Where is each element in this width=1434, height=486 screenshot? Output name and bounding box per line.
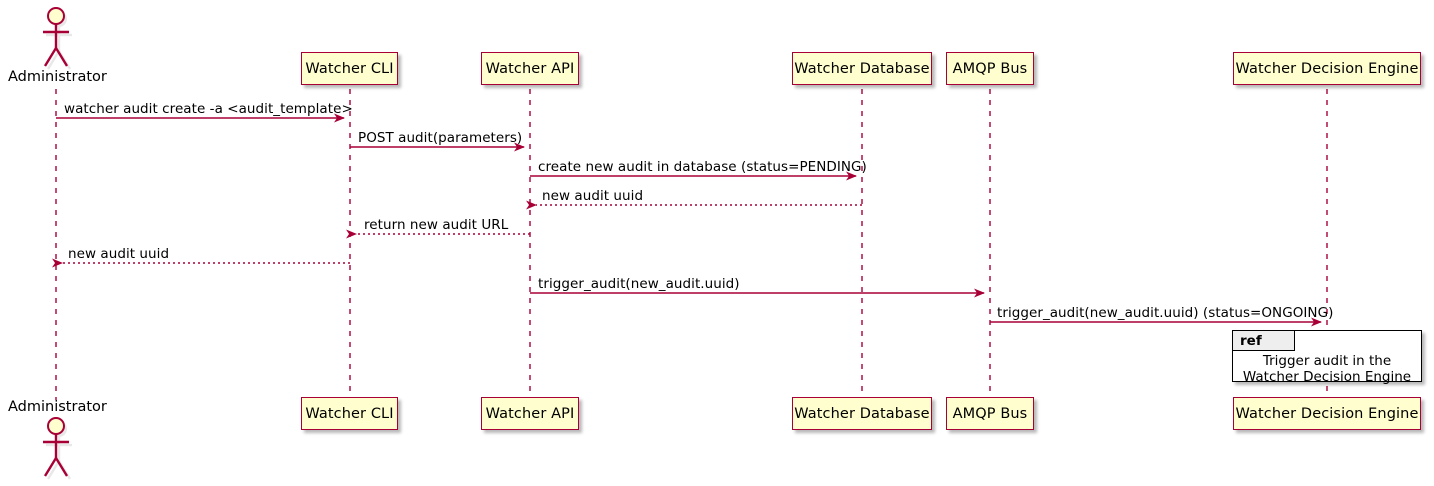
- message-arrows: [52, 113, 1322, 327]
- message-label-4: new audit uuid: [542, 188, 644, 204]
- lifelines: [55, 89, 1328, 400]
- message-label-7: trigger_audit(new_audit.uuid): [538, 276, 740, 292]
- actor-label-administrator-bottom: Administrator: [8, 399, 107, 415]
- participant-box-watcher-cli-top[interactable]: Watcher CLI: [301, 52, 398, 85]
- actor-label-administrator-top: Administrator: [8, 69, 107, 85]
- ref-fragment-line-2: Watcher Decision Engine: [1242, 369, 1412, 385]
- actor-administrator-bottom-icon: [43, 417, 72, 480]
- message-label-1: watcher audit create -a <audit_template>: [64, 101, 353, 117]
- participant-box-watcher-api-top[interactable]: Watcher API: [481, 52, 579, 85]
- ref-fragment: ref Trigger audit in the Watcher Decisio…: [1232, 330, 1422, 385]
- participant-box-watcher-database-bottom[interactable]: Watcher Database: [792, 397, 932, 430]
- ref-fragment-body: Trigger audit in the Watcher Decision En…: [1233, 353, 1421, 385]
- participant-box-amqp-bus-top[interactable]: AMQP Bus: [946, 52, 1034, 85]
- actor-administrator-top-icon: [43, 7, 72, 70]
- ref-fragment-tab-label: ref: [1233, 331, 1295, 351]
- participant-box-watcher-decision-engine-top[interactable]: Watcher Decision Engine: [1233, 52, 1421, 85]
- participant-box-amqp-bus-bottom[interactable]: AMQP Bus: [946, 397, 1034, 430]
- message-label-3: create new audit in database (status=PEN…: [538, 159, 867, 175]
- participant-box-watcher-decision-engine-bottom[interactable]: Watcher Decision Engine: [1233, 397, 1421, 430]
- message-label-5: return new audit URL: [364, 217, 509, 233]
- participant-box-watcher-database-top[interactable]: Watcher Database: [792, 52, 932, 85]
- participant-box-watcher-cli-bottom[interactable]: Watcher CLI: [301, 397, 398, 430]
- ref-fragment-line-1: Trigger audit in the: [1262, 353, 1392, 369]
- message-label-6: new audit uuid: [68, 246, 170, 262]
- message-label-8: trigger_audit(new_audit.uuid) (status=ON…: [997, 305, 1334, 321]
- message-label-2: POST audit(parameters): [358, 130, 523, 146]
- participant-box-watcher-api-bottom[interactable]: Watcher API: [481, 397, 579, 430]
